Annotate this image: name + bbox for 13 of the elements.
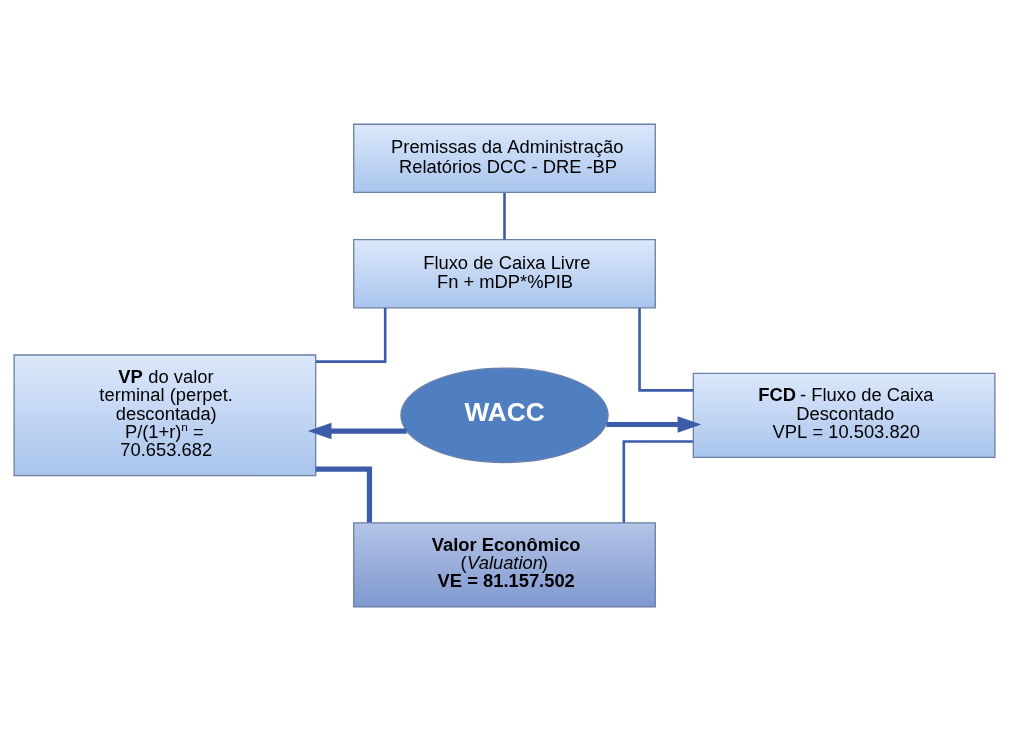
node-box: Valor Econômico (Valuation) VE = 81.157.502 bbox=[353, 521, 656, 607]
node-ellipse: WACC bbox=[400, 366, 609, 463]
connector bbox=[638, 307, 694, 392]
node-box: Premissas da Administração Relatórios DCC - DRE -BP bbox=[353, 123, 656, 193]
node-box: FCD - Fluxo de Caixa Descontado VPL = 10.503.820 bbox=[692, 372, 996, 458]
node-box: Fluxo de Caixa Livre Fn + mDP*%PIB bbox=[353, 238, 656, 308]
connector bbox=[315, 465, 373, 523]
arrow bbox=[307, 422, 407, 439]
connector bbox=[622, 439, 693, 523]
connector bbox=[503, 192, 506, 239]
arrow bbox=[606, 415, 702, 433]
connector bbox=[316, 307, 387, 363]
node-box: VP do valor terminal (perpet. descontada) P/(1+r)$^{n}$ = 70.653.682 bbox=[13, 353, 317, 476]
